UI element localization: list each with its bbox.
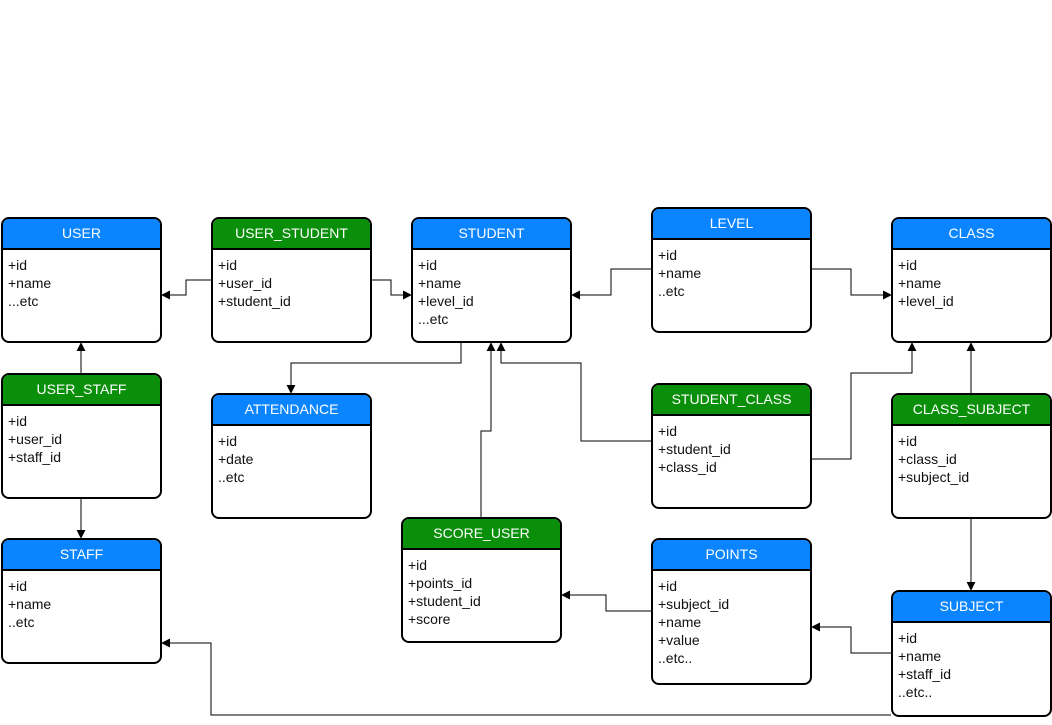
- entity-fields: +id +student_id +class_id: [653, 416, 810, 476]
- entity-field: +name: [418, 275, 462, 291]
- entity-user-student[interactable]: USER_STUDENT +id +user_id +student_id: [211, 217, 372, 343]
- entity-fields: +id +name +level_id ...etc: [413, 250, 570, 328]
- entity-class-subject[interactable]: CLASS_SUBJECT +id +class_id +subject_id: [891, 393, 1052, 519]
- entity-field: +id: [408, 557, 428, 573]
- entity-field: +name: [8, 596, 52, 612]
- entity-fields: +id +points_id +student_id +score: [403, 550, 560, 628]
- connector-level-to-student: [571, 268, 651, 300]
- entity-fields: +id +name ..etc: [3, 571, 160, 631]
- entity-fields: +id +name +staff_id ..etc..: [893, 623, 1050, 701]
- connector-student-class-to-class: [812, 342, 917, 460]
- entity-subject[interactable]: SUBJECT +id +name +staff_id ..etc..: [891, 590, 1052, 717]
- entity-title[interactable]: STUDENT_CLASS: [653, 385, 810, 416]
- entity-field: +id: [8, 413, 28, 429]
- entity-field: +staff_id: [898, 666, 952, 682]
- entity-field: +date: [218, 451, 254, 467]
- entity-field: +id: [658, 578, 678, 594]
- entity-field: +user_id: [8, 431, 63, 447]
- entity-field: +name: [898, 275, 942, 291]
- entity-field: +id: [898, 257, 918, 273]
- entity-field: +student_id: [218, 293, 291, 309]
- entity-field: ..etc: [658, 283, 685, 299]
- entity-field: +score: [408, 611, 451, 627]
- entity-field: +id: [8, 578, 28, 594]
- entity-fields: +id +subject_id +name +value ..etc..: [653, 571, 810, 667]
- entity-field: +student_id: [408, 593, 481, 609]
- entity-student[interactable]: STUDENT +id +name +level_id ...etc: [411, 217, 572, 343]
- entity-field: +name: [658, 614, 702, 630]
- entity-title[interactable]: ATTENDANCE: [213, 395, 370, 426]
- entity-student-class[interactable]: STUDENT_CLASS +id +student_id +class_id: [651, 383, 812, 509]
- entity-title[interactable]: SUBJECT: [893, 592, 1050, 623]
- connector-subject-to-staff: [161, 638, 891, 716]
- entity-title[interactable]: LEVEL: [653, 209, 810, 240]
- entity-title[interactable]: CLASS_SUBJECT: [893, 395, 1050, 426]
- entity-field: +name: [658, 265, 702, 281]
- entity-field: ...etc: [8, 293, 39, 309]
- entity-field: +id: [218, 257, 238, 273]
- entity-fields: +id +user_id +staff_id: [3, 406, 160, 466]
- entity-user-staff[interactable]: USER_STAFF +id +user_id +staff_id: [1, 373, 162, 499]
- entity-field: +user_id: [218, 275, 273, 291]
- entity-fields: +id +class_id +subject_id: [893, 426, 1050, 486]
- entity-fields: +id +user_id +student_id: [213, 250, 370, 310]
- entity-field: ...etc: [418, 311, 449, 327]
- entity-field: +level_id: [898, 293, 954, 309]
- entity-field: ..etc..: [898, 684, 933, 700]
- entity-field: +subject_id: [658, 596, 730, 612]
- connector-subject-to-points: [811, 622, 891, 654]
- entity-fields: +id +name ..etc: [653, 240, 810, 300]
- entity-field: ..etc: [218, 469, 245, 485]
- entity-field: +id: [898, 433, 918, 449]
- entity-field: +id: [658, 423, 678, 439]
- entity-title[interactable]: STAFF: [3, 540, 160, 571]
- entity-score-user[interactable]: SCORE_USER +id +points_id +student_id +score: [401, 517, 562, 643]
- connector-user-student-to-user: [161, 279, 211, 300]
- entity-field: +class_id: [658, 459, 717, 475]
- entity-fields: +id +name +level_id: [893, 250, 1050, 310]
- entity-field: ..etc: [8, 614, 35, 630]
- entity-title[interactable]: USER: [3, 219, 160, 250]
- entity-user[interactable]: USER +id +name ...etc: [1, 217, 162, 343]
- entity-staff[interactable]: STAFF +id +name ..etc: [1, 538, 162, 664]
- entity-field: +id: [658, 247, 678, 263]
- entity-field: +subject_id: [898, 469, 970, 485]
- connector-points-to-score-user: [561, 590, 651, 612]
- entity-class[interactable]: CLASS +id +name +level_id: [891, 217, 1052, 343]
- entity-field: +value: [658, 632, 700, 648]
- entity-title[interactable]: CLASS: [893, 219, 1050, 250]
- entity-field: ..etc..: [658, 650, 693, 666]
- entity-title[interactable]: USER_STUDENT: [213, 219, 370, 250]
- entity-title[interactable]: SCORE_USER: [403, 519, 560, 550]
- entity-attendance[interactable]: ATTENDANCE +id +date ..etc: [211, 393, 372, 519]
- entity-field: +student_id: [658, 441, 731, 457]
- connector-score-user-to-student: [480, 342, 496, 517]
- connector-student-to-attendance: [286, 343, 462, 394]
- connector-level-to-class: [812, 268, 892, 300]
- entity-fields: +id +date ..etc: [213, 426, 370, 486]
- entity-field: +id: [8, 257, 28, 273]
- entity-fields: +id +name ...etc: [3, 250, 160, 310]
- entity-field: +class_id: [898, 451, 957, 467]
- entity-level[interactable]: LEVEL +id +name ..etc: [651, 207, 812, 333]
- entity-title[interactable]: POINTS: [653, 540, 810, 571]
- connector-user-student-to-student: [372, 279, 412, 300]
- entity-field: +level_id: [418, 293, 474, 309]
- entity-field: +name: [898, 648, 942, 664]
- entity-title[interactable]: STUDENT: [413, 219, 570, 250]
- entity-field: +name: [8, 275, 52, 291]
- entity-points[interactable]: POINTS +id +subject_id +name +value ..etc..: [651, 538, 812, 685]
- entity-title[interactable]: USER_STAFF: [3, 375, 160, 406]
- entity-field: +id: [218, 433, 238, 449]
- entity-field: +points_id: [408, 575, 473, 591]
- entity-field: +staff_id: [8, 449, 62, 465]
- entity-field: +id: [898, 630, 918, 646]
- connector-student-class-to-student: [496, 342, 651, 442]
- entity-field: +id: [418, 257, 438, 273]
